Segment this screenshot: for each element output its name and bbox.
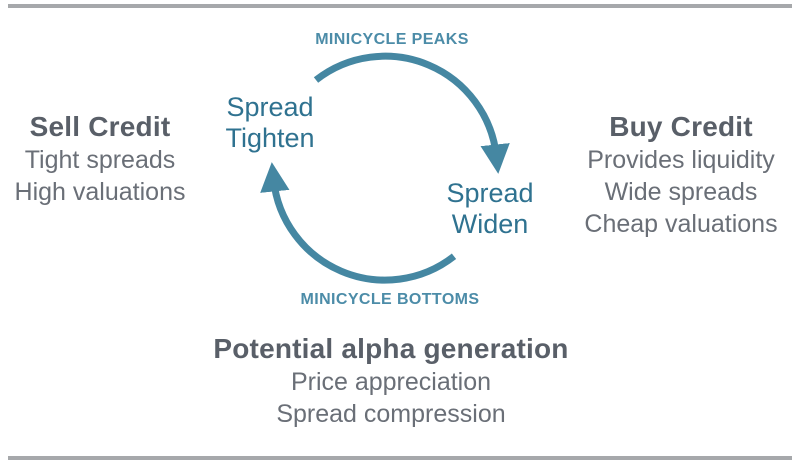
spread-widen-line2: Widen: [451, 209, 529, 239]
top-divider: [8, 4, 792, 8]
spread-widen-node: Spread Widen: [410, 178, 570, 240]
sell-credit-title: Sell Credit: [29, 111, 171, 142]
spread-tighten-line1: Spread: [226, 92, 314, 122]
alpha-generation-item: Spread compression: [276, 400, 506, 428]
buy-credit-item: Wide spreads: [604, 178, 758, 206]
alpha-generation-title: Potential alpha generation: [213, 333, 569, 364]
bottom-divider: [8, 456, 792, 460]
spread-tighten-node: Spread Tighten: [190, 92, 350, 154]
spread-tighten-line2: Tighten: [225, 123, 315, 153]
sell-credit-block: Sell Credit Tight spreads High valuation…: [0, 110, 200, 208]
spread-widen-line1: Spread: [446, 178, 534, 208]
minicycle-bottoms-label: MINICYCLE BOTTOMS: [300, 291, 480, 308]
buy-credit-block: Buy Credit Provides liquidity Wide sprea…: [560, 110, 800, 240]
alpha-generation-item: Price appreciation: [290, 368, 492, 396]
minicycle-peaks-label: MINICYCLE PEAKS: [315, 31, 469, 48]
alpha-generation-block: Potential alpha generation Price appreci…: [211, 332, 571, 430]
sell-credit-item: Tight spreads: [24, 146, 176, 174]
buy-credit-title: Buy Credit: [609, 111, 753, 142]
sell-credit-item: High valuations: [14, 178, 186, 206]
buy-credit-item: Provides liquidity: [587, 146, 775, 174]
buy-credit-item: Cheap valuations: [584, 210, 778, 238]
